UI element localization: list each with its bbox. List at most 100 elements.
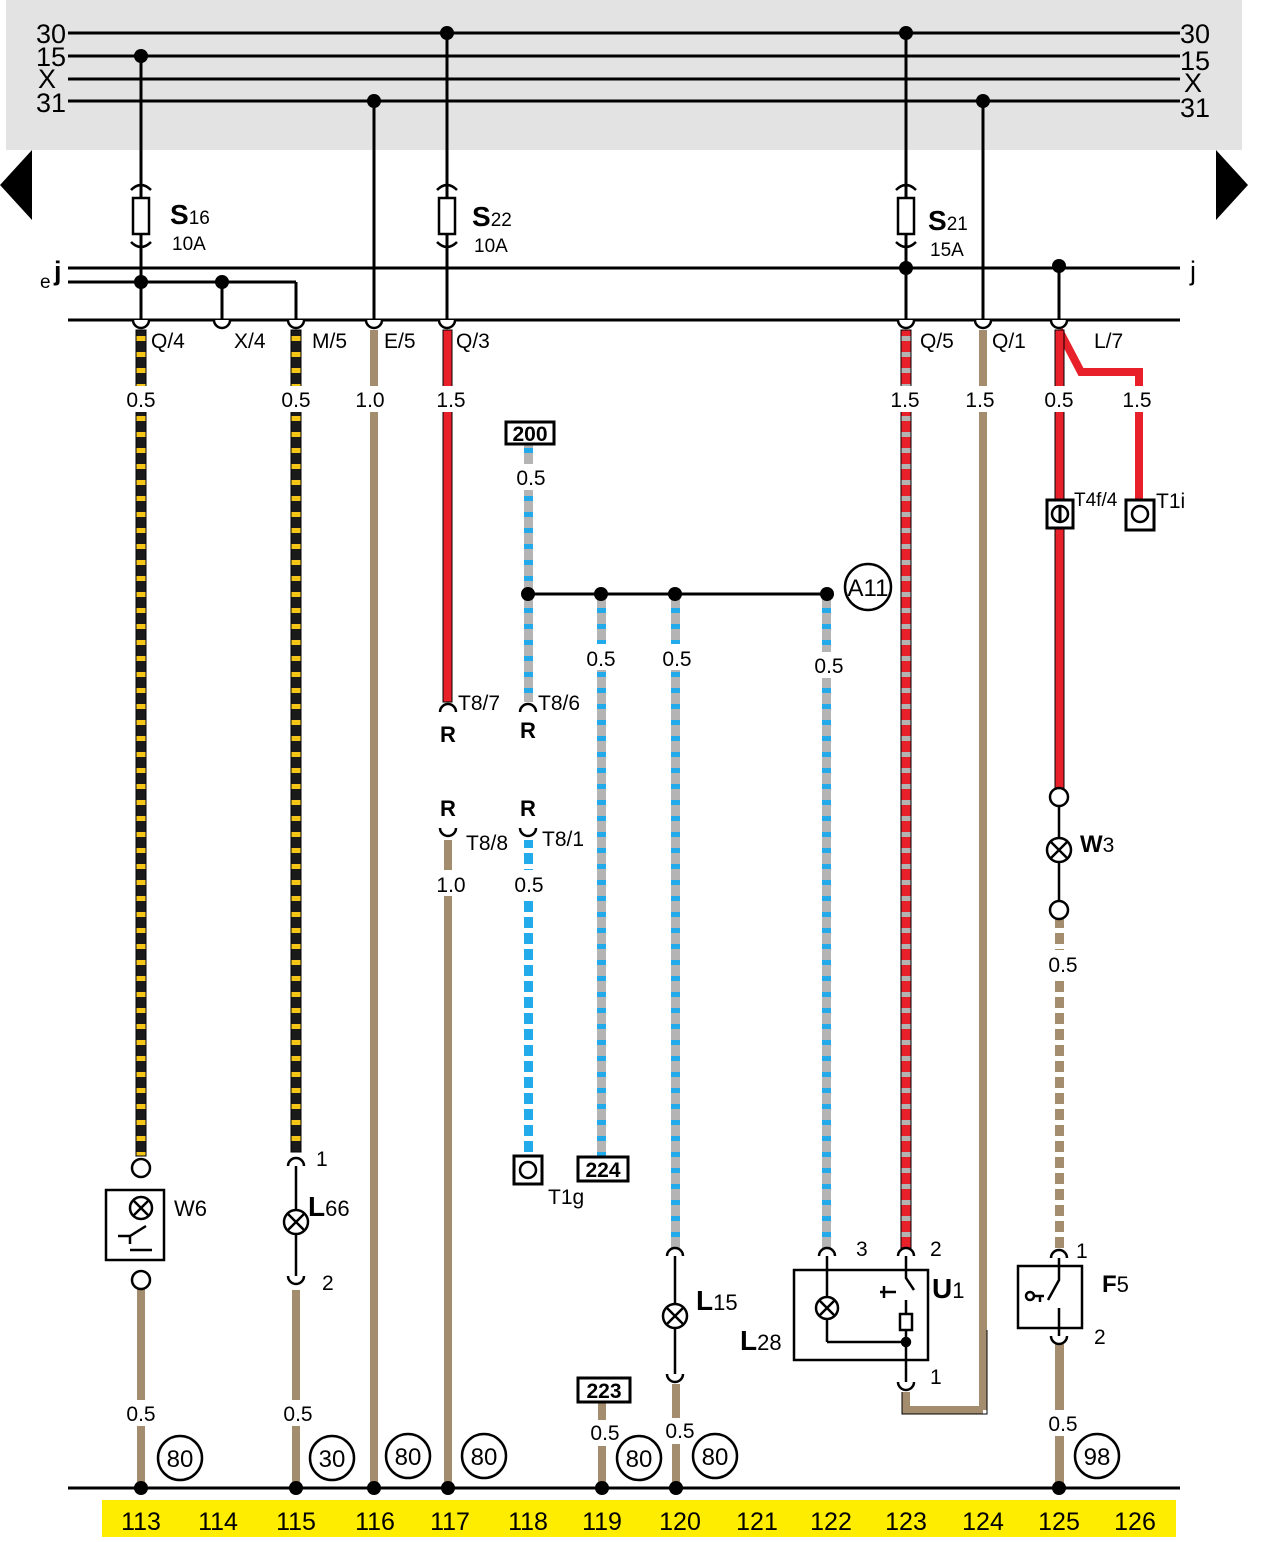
- svg-text:224: 224: [585, 1159, 620, 1182]
- component-f5: [1016, 1248, 1084, 1346]
- svg-text:80: 80: [702, 1444, 729, 1471]
- bus-label-31-left: 31: [36, 88, 66, 118]
- connector-t1i-label: T1i: [1156, 490, 1185, 513]
- wire-116: [370, 330, 378, 1488]
- component-l15-label: L15: [696, 1285, 738, 1316]
- terminal-e5: E/5: [384, 330, 416, 353]
- svg-text:A11: A11: [848, 575, 889, 602]
- connector-t8-7: T8/7: [458, 692, 500, 715]
- connector-t4f4: [1045, 498, 1075, 530]
- terminal-sockets: [131, 319, 1069, 330]
- svg-text:120: 120: [659, 1508, 701, 1536]
- u1-pin-2: 2: [930, 1238, 942, 1261]
- wire-123: [901, 330, 911, 1248]
- terminal-q5: Q/5: [920, 330, 954, 353]
- bus-label-x-left: X: [38, 64, 56, 94]
- connector-t8-6: T8/6: [538, 692, 580, 715]
- terminal-q4: Q/4: [151, 330, 185, 353]
- j-rail-right-label: j: [1189, 256, 1196, 286]
- svg-text:124: 124: [962, 1508, 1004, 1536]
- ground-dots: [134, 1481, 1066, 1495]
- next-page-arrow-icon[interactable]: [1216, 150, 1248, 220]
- svg-text:126: 126: [1114, 1508, 1156, 1536]
- f5-pin-1: 1: [1076, 1240, 1088, 1263]
- column-number-bar: [102, 1500, 1176, 1537]
- svg-text:118: 118: [508, 1508, 548, 1536]
- bus-label-15-right: 15: [1180, 46, 1210, 76]
- connector-r-4: R: [520, 796, 536, 821]
- component-l66: [282, 1156, 310, 1286]
- size-118-low: 0.5: [514, 874, 543, 897]
- svg-text:115: 115: [276, 1508, 316, 1536]
- j-rail-left-label: j: [53, 256, 62, 286]
- size-113-bot: 0.5: [126, 1403, 155, 1426]
- connector-t1g: [512, 1154, 544, 1186]
- component-w3-label: W3: [1080, 831, 1114, 858]
- ground-ref-labels: 80 30 80 80 80 80 98: [167, 1444, 1111, 1473]
- component-l66-label: L66: [308, 1191, 350, 1222]
- component-w6-label: W6: [174, 1196, 207, 1221]
- wire-124: [979, 330, 987, 1410]
- component-u1-box: [792, 1246, 930, 1392]
- l66-pin-2: 2: [322, 1272, 334, 1295]
- connector-t8-8: T8/8: [466, 832, 508, 855]
- previous-page-arrow-icon[interactable]: [0, 150, 32, 220]
- connector-r-3: R: [440, 796, 456, 821]
- wire-124-return-edge: [901, 1330, 988, 1415]
- size-115-top: 0.5: [281, 389, 310, 412]
- size-125-top: 0.5: [1044, 389, 1073, 412]
- size-124-top: 1.5: [965, 389, 994, 412]
- svg-text:121: 121: [736, 1508, 778, 1536]
- fuse-s21-symbol: [895, 183, 917, 249]
- svg-text:80: 80: [626, 1446, 653, 1473]
- size-115-bot: 0.5: [283, 1403, 312, 1426]
- size-122-mid: 0.5: [814, 655, 843, 678]
- terminal-m5: M/5: [312, 330, 347, 353]
- wire-122: [822, 594, 831, 1248]
- bus-junction-dots: [134, 26, 990, 108]
- ground-refs: [156, 1432, 1121, 1482]
- fuse-s21-rating: 15A: [930, 240, 964, 261]
- svg-text:123: 123: [885, 1508, 927, 1536]
- wire-120: [671, 594, 680, 1248]
- svg-text:116: 116: [355, 1508, 395, 1536]
- svg-text:80: 80: [167, 1446, 194, 1473]
- size-120-bot: 0.5: [665, 1420, 694, 1443]
- component-f5-label: F5: [1102, 1271, 1129, 1298]
- fuse-s16-label: S16: [170, 199, 210, 230]
- wire-118-lower: [524, 840, 533, 1156]
- size-119-bot: 0.5: [590, 1422, 619, 1445]
- wire-115-upper: [291, 330, 301, 1152]
- wire-125-upper: [1055, 330, 1064, 790]
- wire-124-return: [902, 1392, 983, 1414]
- f5-pin-2: 2: [1094, 1326, 1106, 1349]
- size-125-low: 0.5: [1048, 954, 1077, 977]
- component-w6: [104, 1157, 166, 1291]
- connector-t8-sockets: [438, 702, 538, 838]
- wire-113-upper: [136, 330, 146, 1156]
- column-numbers: 113 114 115 116 117 118 119 120 121 122 …: [121, 1508, 1156, 1536]
- component-l28-label: L28: [740, 1325, 782, 1356]
- connector-t1i: [1124, 498, 1156, 532]
- reference-224: 224: [576, 1155, 630, 1183]
- wire-125-middle: [1055, 918, 1064, 1248]
- svg-text:125: 125: [1038, 1508, 1080, 1536]
- size-116-top: 1.0: [355, 389, 384, 412]
- svg-text:30: 30: [319, 1446, 346, 1473]
- feed-wires: [139, 33, 1061, 320]
- fuse-s22-label: S22: [472, 201, 512, 232]
- wire-118-upper: [524, 444, 533, 702]
- size-125-bot: 0.5: [1048, 1413, 1077, 1436]
- l66-pin-1: 1: [316, 1148, 328, 1171]
- svg-text:113: 113: [121, 1508, 161, 1536]
- wire-size-labels: 0.5 0.5 1.0 1.5 1.5 1.5 0.5 1.5 0.5 0.5 …: [118, 386, 1160, 1446]
- component-u1-label: U1: [932, 1273, 964, 1304]
- u1-pin-1: 1: [930, 1366, 942, 1389]
- bus-label-31-right: 31: [1180, 93, 1210, 123]
- bus-panel: [6, 0, 1242, 150]
- svg-text:117: 117: [430, 1508, 470, 1536]
- wire-117-upper: [443, 330, 452, 702]
- u1-pin-3: 3: [856, 1238, 868, 1261]
- connector-t4f4-label: T4f/4: [1074, 490, 1118, 511]
- wire-119: [597, 594, 606, 1156]
